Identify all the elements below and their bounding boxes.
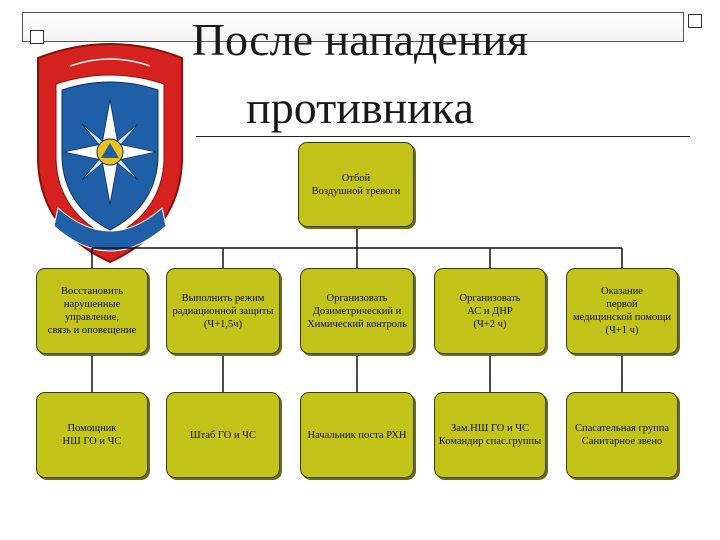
task-line: первой — [606, 299, 638, 310]
task-box-communications: Восстановить нарушенные управление, связ… — [36, 268, 148, 354]
slide-title-line-1: После нападения — [191, 14, 529, 65]
slide-title: После нападения противника — [150, 6, 570, 142]
responsible-box-headquarters: Штаб ГО и ЧС — [166, 392, 280, 478]
task-line: радиационной защиты — [172, 305, 274, 317]
root-line-1: Отбой — [341, 172, 371, 184]
task-line: Организовать — [459, 292, 521, 304]
emergencies-ministry-emblem — [30, 40, 190, 265]
task-line: нарушенные — [63, 299, 121, 310]
task-line: АС и ДНР — [467, 305, 513, 317]
responsible-box-rkhn-post: Начальник поста РХН — [300, 392, 414, 478]
responsible-line: Начальник поста РХН — [307, 429, 407, 441]
responsible-box-rescue-commander: Зам.НШ ГО и ЧС Командир спас.группы — [434, 392, 546, 478]
responsible-line: Спасательная группа — [574, 423, 670, 434]
task-line: Организовать — [326, 292, 388, 304]
responsible-box-medical-team: Спасательная группа Санитарное звено — [566, 392, 678, 478]
task-line: связь и оповещение — [47, 325, 137, 336]
task-box-radiation-protection: Выполнить режим радиационной защиты (Ч+1… — [166, 268, 280, 354]
responsible-line: Зам.НШ ГО и ЧС — [450, 423, 530, 434]
task-line: медицинской помощи — [573, 312, 671, 323]
task-line: (Ч+2 ч) — [473, 318, 507, 330]
responsible-line: Санитарное звено — [581, 436, 663, 447]
task-line: Выполнить режим — [181, 292, 265, 304]
root-line-2: Воздушной тревоги — [311, 185, 401, 197]
task-box-first-aid: Оказание первой медицинской помощи (Ч+1 … — [566, 268, 678, 354]
task-box-dosimetric-control: Организовать Дозиметрический и Химически… — [300, 268, 414, 354]
task-line: (Ч+1,5ч) — [203, 318, 243, 330]
responsible-line: Командир спас.группы — [438, 436, 542, 447]
responsible-line: Помощник — [67, 423, 117, 434]
responsible-line: НШ ГО и ЧС — [62, 436, 122, 447]
task-line: Оказание — [601, 286, 643, 297]
task-line: управление, — [64, 312, 120, 323]
responsible-box-assistant: Помощник НШ ГО и ЧС — [36, 392, 148, 478]
task-line: (Ч+1 ч) — [605, 325, 639, 336]
task-line: Восстановить — [60, 286, 124, 297]
decorative-square-right — [688, 14, 702, 28]
diagram-root-box: Отбой Воздушной тревоги — [298, 142, 414, 227]
responsible-line: Штаб ГО и ЧС — [189, 429, 257, 441]
title-underline — [196, 136, 690, 137]
title-bar-frame — [22, 12, 684, 42]
decorative-square-left — [30, 30, 44, 44]
task-line: Дозиметрический и — [312, 305, 402, 317]
task-line: Химический контроль — [307, 318, 407, 330]
slide-title-line-2: противника — [246, 82, 474, 133]
task-box-rescue-operations: Организовать АС и ДНР (Ч+2 ч) — [434, 268, 546, 354]
